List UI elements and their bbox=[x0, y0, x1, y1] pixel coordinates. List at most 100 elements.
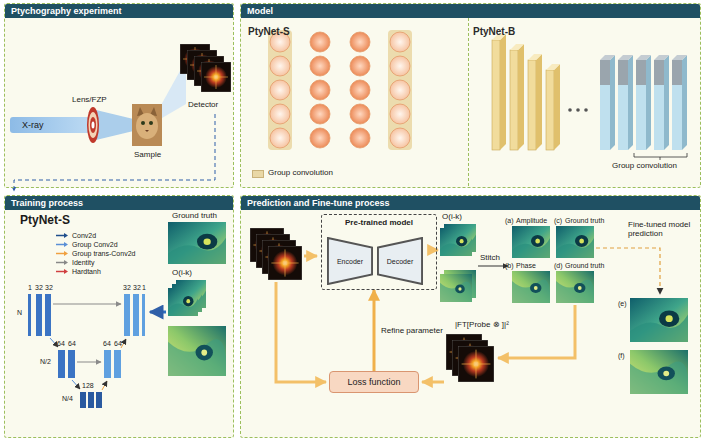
detector-frames-use bbox=[201, 62, 231, 92]
ptynet-s-network-rect bbox=[388, 30, 412, 150]
channel-number: 64 bbox=[57, 340, 65, 348]
connector-label: Refine parameter bbox=[379, 326, 445, 335]
ptynet-s-network-g-circle bbox=[270, 80, 290, 100]
legend-samples-line bbox=[56, 244, 64, 246]
ptynet-b-network-polygon bbox=[554, 64, 560, 150]
prediction-illustration-use bbox=[556, 271, 594, 303]
channel-number: 32 bbox=[133, 284, 141, 292]
unet-diagram-line bbox=[53, 304, 121, 305]
zone-plate-lens-ellipse bbox=[87, 107, 99, 143]
prediction-illustration-g-path bbox=[498, 305, 575, 358]
prediction-illustration-use bbox=[440, 274, 472, 302]
ptynet-b-network-circle bbox=[568, 108, 572, 112]
ptynet-s-network-g-circle bbox=[390, 104, 410, 124]
ptynet-s-network-g-circle bbox=[350, 104, 370, 124]
ptynet-b-network-g-rect bbox=[654, 85, 664, 150]
training-images bbox=[168, 222, 226, 376]
ptynet-s-network-g-circle bbox=[270, 128, 290, 148]
ptynet-b-network-polygon bbox=[510, 44, 524, 50]
legend-samples-polygon bbox=[64, 251, 68, 256]
prediction-illustration-use bbox=[268, 246, 302, 280]
text-label: O(i-k) bbox=[442, 212, 462, 221]
legend-samples-polygon bbox=[64, 242, 68, 247]
unet-diagram bbox=[28, 294, 166, 408]
unet-diagram-rect bbox=[114, 350, 121, 378]
ptynet-b-network-g-polygon bbox=[664, 55, 669, 150]
panel-letter: (a) bbox=[505, 217, 514, 225]
ptynet-s-network-g-circle bbox=[350, 128, 370, 148]
xray-beam-rect bbox=[10, 117, 90, 133]
network-region: PtyNet-S bbox=[244, 18, 468, 186]
text-label: Group convolution bbox=[612, 161, 677, 170]
panel-letter: (e) bbox=[618, 300, 627, 308]
text-label: Sample bbox=[134, 150, 161, 159]
unet-diagram-rect bbox=[88, 392, 94, 408]
ptynet-s-network-g-circle bbox=[270, 104, 290, 124]
unet-diagram-rect bbox=[58, 350, 65, 378]
channel-number: 32 bbox=[123, 284, 131, 292]
size-label: N/2 bbox=[40, 358, 51, 366]
training-images-use bbox=[168, 288, 198, 316]
ptynet-b-network-g-rect bbox=[618, 85, 628, 150]
ptynet-b-network-g-rect bbox=[672, 85, 682, 150]
legend-samples-line bbox=[56, 262, 64, 264]
text-label: Stitch bbox=[480, 253, 500, 262]
block-shape bbox=[328, 238, 372, 284]
node-text: Loss function bbox=[347, 377, 400, 387]
prediction-illustration-use bbox=[630, 350, 688, 394]
ptynet-s-network-g-circle bbox=[350, 32, 370, 52]
legend-samples-polygon bbox=[64, 233, 68, 238]
text-label: Ground truth bbox=[565, 217, 604, 225]
ptynet-b-network-polygon bbox=[528, 54, 542, 60]
ptynet-b-network-g-polygon bbox=[646, 55, 651, 150]
legend-samples-line bbox=[56, 253, 64, 255]
text-label: O(i-k) bbox=[172, 268, 192, 277]
ptynet-b-network-g-polygon bbox=[654, 55, 669, 60]
network-name: PtyNet-S bbox=[20, 214, 70, 228]
legend-text: Group Conv2d bbox=[72, 241, 118, 249]
prediction-illustration-use bbox=[458, 346, 494, 382]
channel-number: 32 bbox=[35, 284, 43, 292]
ptynet-b-network-circle bbox=[584, 108, 588, 112]
panel-letter: (c) bbox=[554, 217, 562, 225]
prediction-illustration-g-path bbox=[276, 282, 326, 382]
unet-diagram-line bbox=[72, 380, 80, 389]
legend-text: Hardtanh bbox=[72, 268, 101, 276]
ptynet-b-network-g-polygon bbox=[636, 55, 651, 60]
prediction-illustration bbox=[250, 224, 688, 394]
panel-letter: (f) bbox=[618, 352, 625, 360]
unet-diagram-rect bbox=[104, 350, 111, 378]
node-text: PtyNet-S bbox=[248, 26, 290, 37]
ptynet-b-network-g-polygon bbox=[618, 55, 633, 60]
ptynet-s-network-g-circle bbox=[390, 56, 410, 76]
panel: ModelPtyNet-S PtyNet-B bbox=[240, 3, 701, 188]
text-label: Fine-tuned model prediction bbox=[628, 220, 696, 238]
block-shape bbox=[378, 238, 422, 284]
legend-text: Group convolution bbox=[268, 168, 333, 177]
ptynet-s-network-g-circle bbox=[310, 32, 330, 52]
node-text: PtyNet-B bbox=[473, 26, 515, 37]
text-label: X-ray bbox=[22, 120, 44, 130]
unet-diagram-rect bbox=[142, 294, 145, 336]
process-box: Loss function bbox=[329, 371, 419, 393]
unet-diagram-rect bbox=[124, 294, 130, 336]
ptynet-b-network-g-rect bbox=[636, 60, 646, 85]
panel-header: Model bbox=[241, 4, 700, 18]
panel-grounds-rect bbox=[240, 3, 701, 188]
text-label: Phase bbox=[516, 262, 536, 270]
panel-grounds-rect bbox=[4, 3, 234, 188]
channel-number: 32 bbox=[45, 284, 53, 292]
ptynet-s-network-g bbox=[270, 32, 410, 148]
bracket bbox=[634, 153, 687, 160]
node-text: Pre-trained model bbox=[322, 218, 436, 227]
ptynet-s-network-g-circle bbox=[310, 128, 330, 148]
legend-samples-line bbox=[56, 235, 64, 237]
legend-samples-polygon bbox=[64, 269, 68, 274]
channel-number: 64 bbox=[114, 340, 122, 348]
model-box: Pre-trained modelEncoderDecoder bbox=[321, 214, 437, 290]
channel-number: 64 bbox=[103, 340, 111, 348]
legend-swatch bbox=[252, 170, 264, 178]
panel-header: Prediction and Fine-tune process bbox=[241, 196, 700, 210]
prediction-illustration-g-path bbox=[422, 381, 444, 384]
